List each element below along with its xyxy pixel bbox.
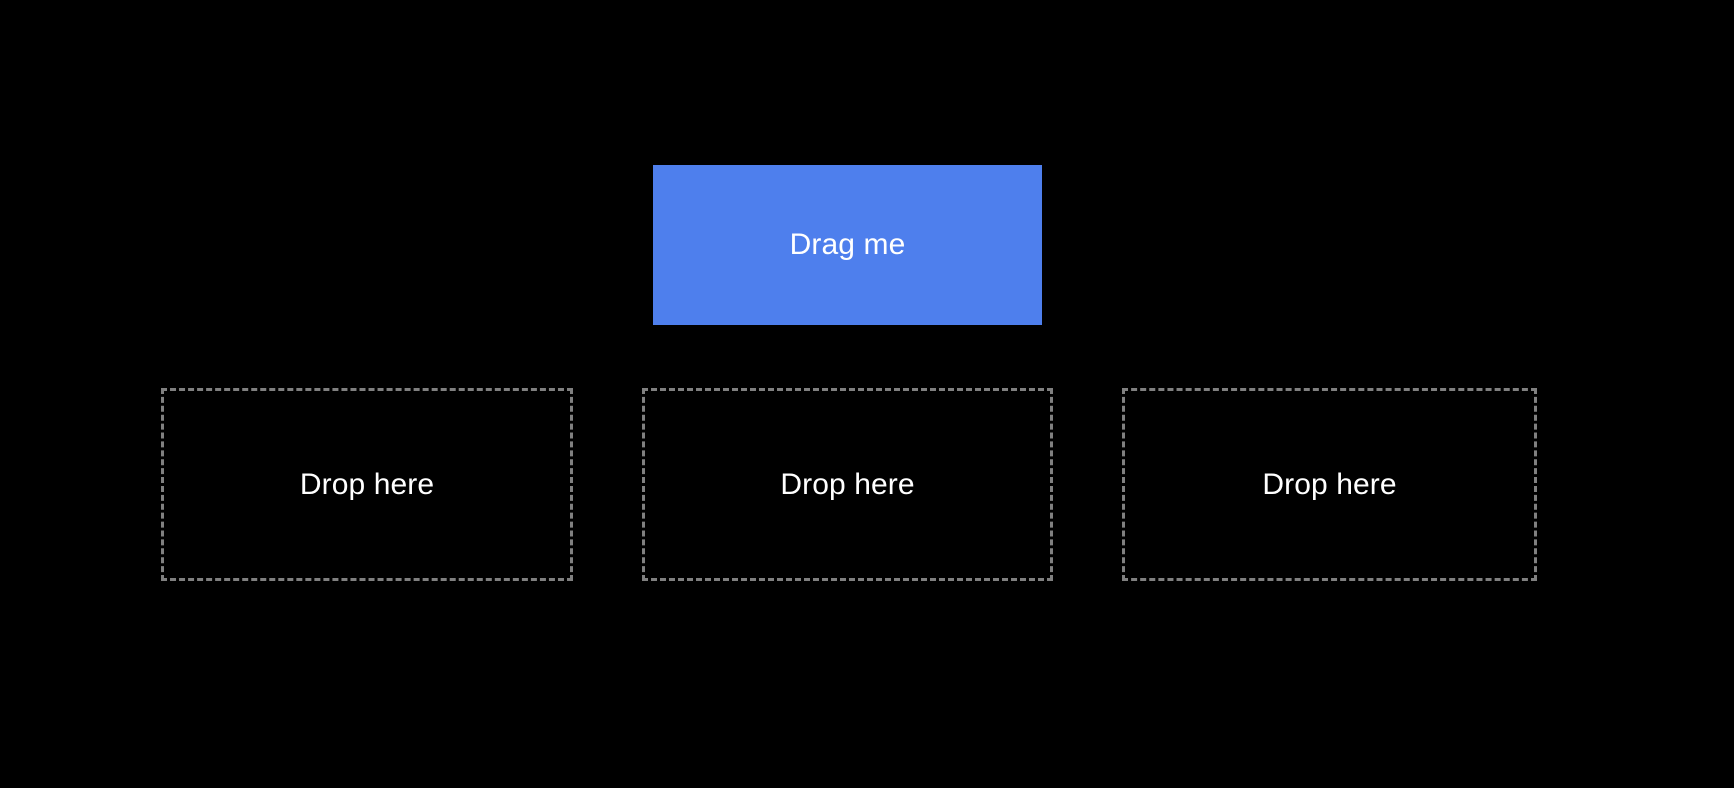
drop-zone-2[interactable]: Drop here [642,388,1053,581]
drop-zone-3[interactable]: Drop here [1122,388,1537,581]
draggable-item-label: Drag me [789,228,906,261]
drop-zone-2-label: Drop here [780,467,915,501]
draggable-item[interactable]: Drag me [653,165,1042,325]
drop-zone-1-label: Drop here [299,467,435,501]
drop-zone-3-label: Drop here [1262,467,1397,501]
drop-zone-1[interactable]: Drop here [161,388,573,581]
